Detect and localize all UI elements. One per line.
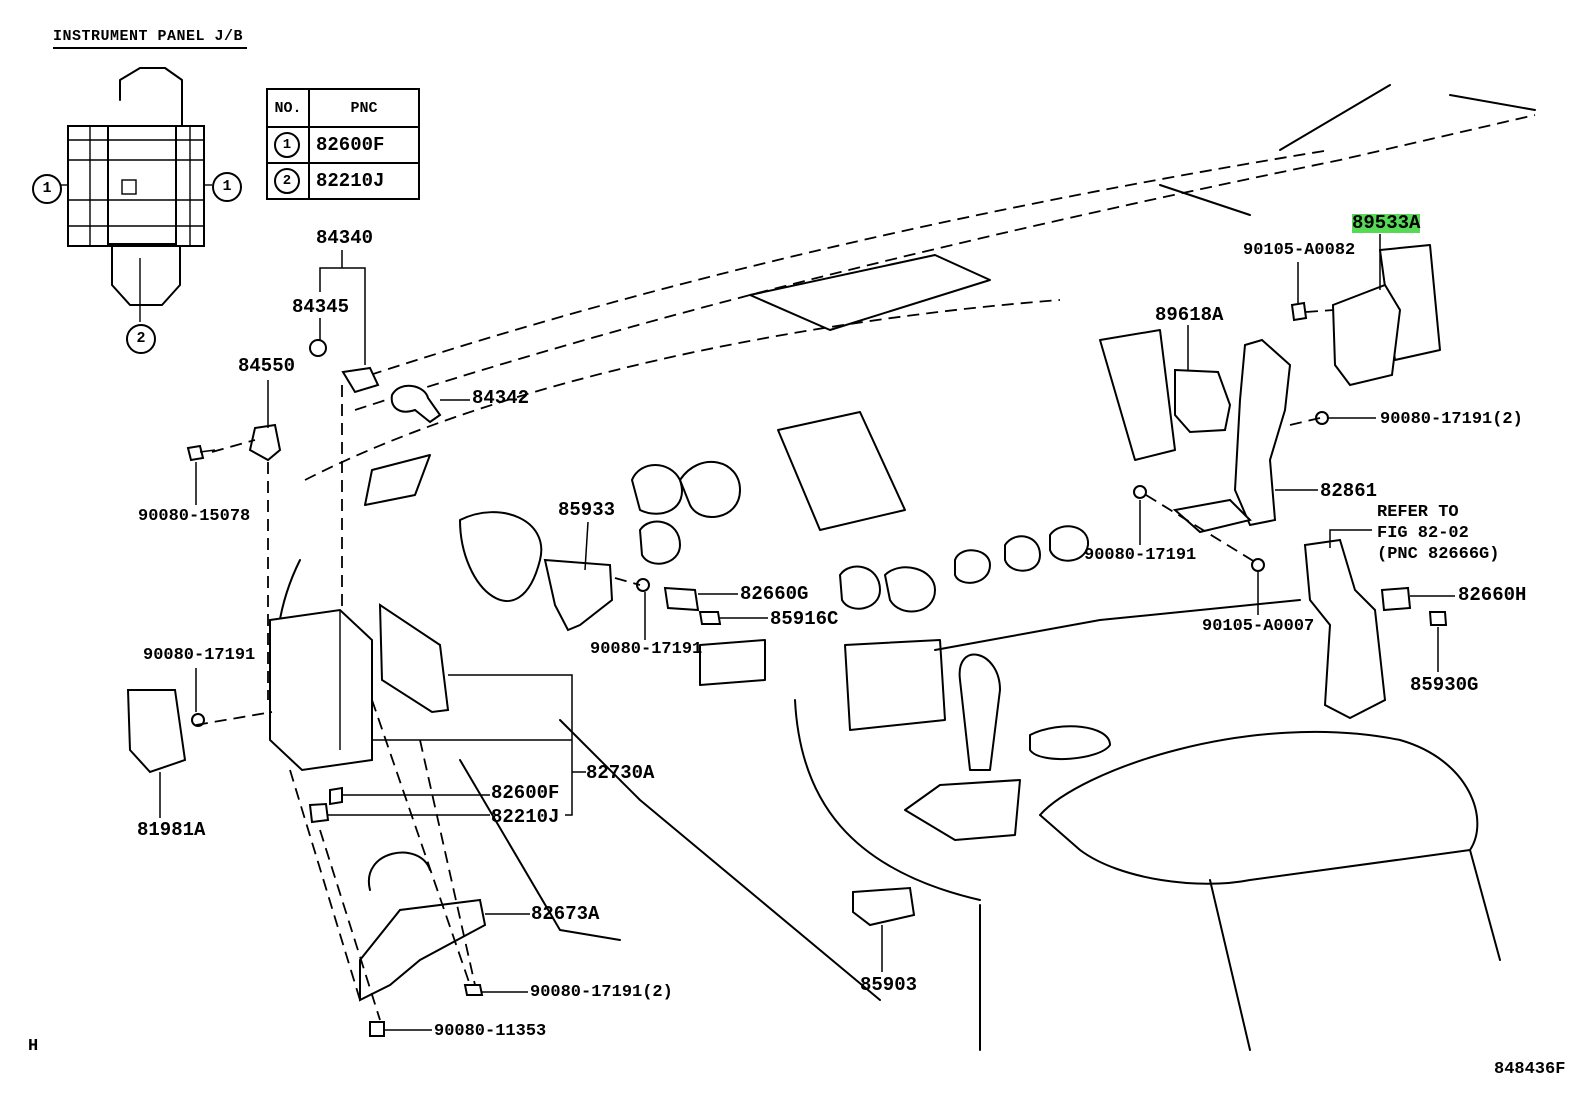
- pnc-table: NO. PNC 1 82600F 2 82210J: [266, 88, 420, 200]
- dashboard-outline: [275, 84, 1536, 1051]
- pnc-table-header-pnc: PNC: [308, 88, 420, 128]
- part-label-90080-11353[interactable]: 90080-11353: [434, 1022, 547, 1041]
- part-label-90080-17191-center[interactable]: 90080-17191: [590, 640, 703, 659]
- refer-to-line-2[interactable]: FIG 82-02: [1377, 524, 1469, 543]
- part-label-90080-17191-2-bottom[interactable]: 90080-17191(2): [530, 983, 673, 1002]
- part-label-85930G[interactable]: 85930G: [1410, 674, 1479, 696]
- callout-1-right: 1: [212, 172, 242, 202]
- leader-lines: [159, 234, 1455, 1031]
- part-label-84345[interactable]: 84345: [292, 296, 350, 318]
- part-label-82600F[interactable]: 82600F: [491, 782, 560, 804]
- part-label-82730A[interactable]: 82730A: [586, 762, 655, 784]
- part-label-81981A[interactable]: 81981A: [137, 819, 206, 841]
- callout-2: 2: [126, 324, 156, 354]
- table-row: 2 82210J: [266, 162, 420, 200]
- part-label-90080-17191-right[interactable]: 90080-17191: [1084, 546, 1197, 565]
- pnc-table-pnc-cell: 82210J: [308, 162, 420, 200]
- part-label-90105-A0007[interactable]: 90105-A0007: [1202, 617, 1315, 636]
- junction-block-title: INSTRUMENT PANEL J/B: [53, 28, 248, 49]
- refer-to-line-3: (PNC 82666G): [1377, 545, 1500, 564]
- callout-circle: 1: [274, 132, 300, 158]
- table-row: 1 82600F: [266, 126, 420, 164]
- part-label-82861[interactable]: 82861: [1320, 480, 1378, 502]
- part-label-85933[interactable]: 85933: [558, 499, 616, 521]
- pnc-table-no-cell: 1: [266, 126, 310, 164]
- corner-mark: H: [28, 1037, 39, 1056]
- pnc-table-no-cell: 2: [266, 162, 310, 200]
- refer-to-line-1: REFER TO: [1377, 503, 1459, 522]
- part-label-84340[interactable]: 84340: [316, 227, 374, 249]
- figure-code: 848436F: [1494, 1060, 1566, 1079]
- part-label-90105-A0082[interactable]: 90105-A0082: [1243, 241, 1356, 260]
- part-label-85903[interactable]: 85903: [860, 974, 918, 996]
- part-label-82660H[interactable]: 82660H: [1458, 584, 1527, 606]
- part-label-82673A[interactable]: 82673A: [531, 903, 600, 925]
- part-illustrations: [126, 283, 1448, 1037]
- part-label-82660G[interactable]: 82660G: [740, 583, 809, 605]
- callout-1-left: 1: [32, 174, 62, 204]
- dashed-guides: [195, 309, 1335, 1021]
- part-label-84550[interactable]: 84550: [238, 355, 296, 377]
- part-label-89533A[interactable]: 89533A: [1352, 212, 1421, 234]
- part-label-89618A[interactable]: 89618A: [1155, 304, 1224, 326]
- pnc-table-pnc-cell: 82600F: [308, 126, 420, 164]
- pnc-table-header-no: NO.: [266, 88, 310, 128]
- part-label-90080-17191-2-right[interactable]: 90080-17191(2): [1380, 410, 1523, 429]
- part-label-85916C[interactable]: 85916C: [770, 608, 839, 630]
- junction-block-illustration: [60, 67, 212, 322]
- part-label-90080-17191-left[interactable]: 90080-17191: [143, 646, 256, 665]
- part-label-82210J[interactable]: 82210J: [491, 806, 560, 828]
- part-label-90080-15078[interactable]: 90080-15078: [138, 507, 251, 526]
- part-label-84342[interactable]: 84342: [472, 387, 530, 409]
- callout-circle: 2: [274, 168, 300, 194]
